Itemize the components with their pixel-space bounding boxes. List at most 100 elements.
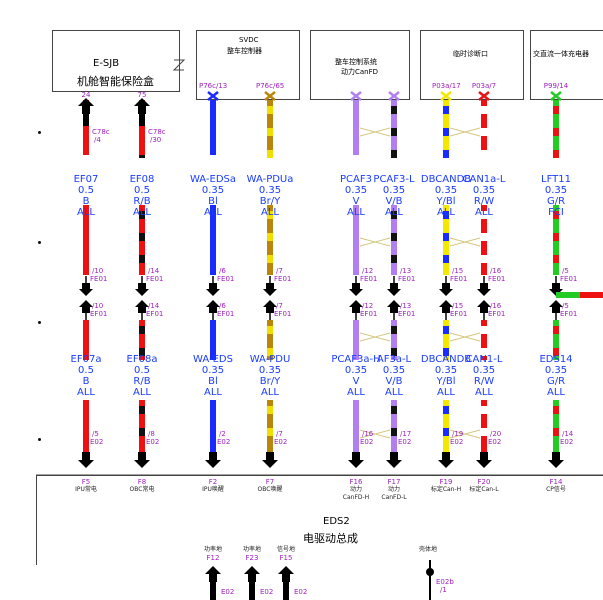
- junction-dot: [38, 438, 41, 441]
- connector-label: C78c: [148, 128, 166, 136]
- bottom-pin-arrow: [205, 566, 221, 582]
- mid-pin-dn: /5: [562, 302, 569, 310]
- mid-pin-dn: /7: [276, 302, 283, 310]
- wire-spec-top: DBCANDB: [420, 174, 472, 185]
- wire-spec-top: 0.35: [201, 185, 225, 196]
- shell-ground-label: 壳体地: [418, 546, 437, 553]
- shell-ground-pin2: /1: [440, 586, 447, 594]
- inline-connector-top: [349, 283, 363, 296]
- inline-connector-top: [206, 283, 220, 296]
- wire-spec-top: ALL: [347, 207, 365, 218]
- twist-mark: [449, 429, 481, 439]
- eds2-conn-label: E02: [398, 438, 412, 446]
- pin-number: P03a/7: [471, 82, 497, 90]
- wire-spec-bottom: EDS14: [539, 354, 573, 365]
- eds2-pin-arrow: [386, 452, 402, 468]
- wire-spec-bottom: WA-PDU: [249, 354, 291, 365]
- wire-spec-bottom: Y/Bl: [436, 376, 456, 387]
- eds2-f-name: CP信号: [546, 486, 566, 493]
- eds2-pin-arrow: [134, 452, 150, 468]
- mid-conn-dn: EF01: [274, 310, 292, 318]
- twist-mark: [449, 127, 481, 137]
- eds2-f-id: F14: [549, 478, 563, 486]
- eds2-subtitle: 电驱动总成: [303, 532, 358, 545]
- svdc-box: SVDC 整车控制器: [196, 30, 300, 100]
- wire-spec-top: Bl: [208, 196, 218, 207]
- bottom-pin-id: F23: [245, 554, 259, 562]
- cross-terminal: [264, 91, 276, 101]
- connector-pin: /4: [94, 136, 101, 144]
- wire-spec-top: ALL: [133, 207, 151, 218]
- wire-spec-bottom: DBCANDB: [420, 354, 472, 365]
- mid-conn-up: FE01: [360, 275, 378, 283]
- eds2-pin-arrow: [438, 452, 454, 468]
- wire-spec-bottom: 0.35: [382, 365, 406, 376]
- ejsb-subtitle: 机舱智能保险盒: [77, 75, 154, 88]
- ejsb-pin-arrow: [134, 98, 150, 114]
- mid-conn-dn: EF01: [146, 310, 164, 318]
- mid-pin-dn: /16: [490, 302, 502, 310]
- pin-number: P03a/17: [432, 82, 461, 90]
- eds2-f-name: IPU常电: [75, 486, 97, 493]
- eds2-conn-label: E02: [146, 438, 160, 446]
- eds2-pin-label: /2: [219, 430, 226, 438]
- mid-conn-up: FE01: [90, 275, 108, 283]
- bottom-pin-name: 信号地: [276, 546, 295, 553]
- eds2-conn-label: E02: [560, 438, 574, 446]
- junction-dot: [38, 321, 41, 324]
- eds2-f-id: F16: [349, 478, 363, 486]
- eds2-pin-arrow: [78, 452, 94, 468]
- eds2-pin-arrow: [262, 452, 278, 468]
- junction-dot: [38, 241, 41, 244]
- eds2-pin-arrow: [348, 452, 364, 468]
- diag-box: 临时诊断口: [420, 30, 524, 100]
- inline-connector-bottom: [349, 300, 363, 313]
- mid-pin-up: /14: [148, 267, 160, 275]
- twist-mark: [449, 237, 481, 247]
- svdc-subtitle: 整车控制器: [227, 47, 262, 55]
- eds2-f-name: 动力: [349, 486, 362, 493]
- wire-spec-bottom: EF08a: [126, 354, 158, 365]
- wire-spec-bottom: ALL: [385, 387, 403, 398]
- wire-spec-top: ALL: [261, 207, 279, 218]
- eds2-f-name2: CanFD-L: [381, 494, 407, 501]
- mid-pin-dn: /15: [452, 302, 464, 310]
- inline-connector-bottom: [477, 300, 491, 313]
- mid-conn-dn: EF01: [90, 310, 108, 318]
- mid-pin-dn: /13: [400, 302, 412, 310]
- wire-spec-bottom: Br/Y: [259, 376, 281, 387]
- pin-number: 75: [137, 91, 147, 99]
- wire-spec-top: LFT11: [541, 174, 571, 185]
- junction-dot: [38, 131, 41, 134]
- wire-spec-top: ALL: [204, 207, 222, 218]
- mid-conn-up: FE01: [217, 275, 235, 283]
- connector-label: C78c: [92, 128, 110, 136]
- wire-spec-top: EF07: [73, 174, 99, 185]
- wire-spec-top: ALL: [385, 207, 403, 218]
- wire-spec-top: PCAF3-L: [373, 174, 415, 185]
- wire-spec-bottom: 0.35: [344, 365, 368, 376]
- wire-spec-top: 0.35: [344, 185, 368, 196]
- eds2-pin-label: /14: [562, 430, 574, 438]
- wire-spec-bottom: ALL: [133, 387, 151, 398]
- cross-terminal: [478, 91, 490, 101]
- bottom-pin-arrow: [244, 566, 260, 582]
- connector-pin: /30: [150, 136, 162, 144]
- eds2-conn-label: E02: [274, 438, 288, 446]
- mid-pin-up: /10: [92, 267, 104, 275]
- mid-conn-up: FE01: [560, 275, 578, 283]
- mid-conn-up: FE01: [146, 275, 164, 283]
- wire-spec-top: ALL: [475, 207, 493, 218]
- wire-spec-bottom: B: [82, 376, 90, 387]
- mid-conn-dn: EF01: [360, 310, 378, 318]
- wire-spec-bottom: ALL: [204, 387, 222, 398]
- wire-spec-bottom: ALL: [77, 387, 95, 398]
- eds2-title: EDS2: [323, 516, 350, 527]
- wire-spec-top: G/R: [546, 196, 566, 207]
- eds2-f-name: IPU唤醒: [202, 486, 224, 493]
- vcu-title: 整车控制系统: [335, 58, 377, 66]
- wire-spec-bottom: EF07a: [70, 354, 102, 365]
- eds2-f-id: F8: [137, 478, 147, 486]
- vcu-box: 整车控制系统 动力CanFD: [310, 30, 410, 100]
- pin-number: 24: [81, 91, 91, 99]
